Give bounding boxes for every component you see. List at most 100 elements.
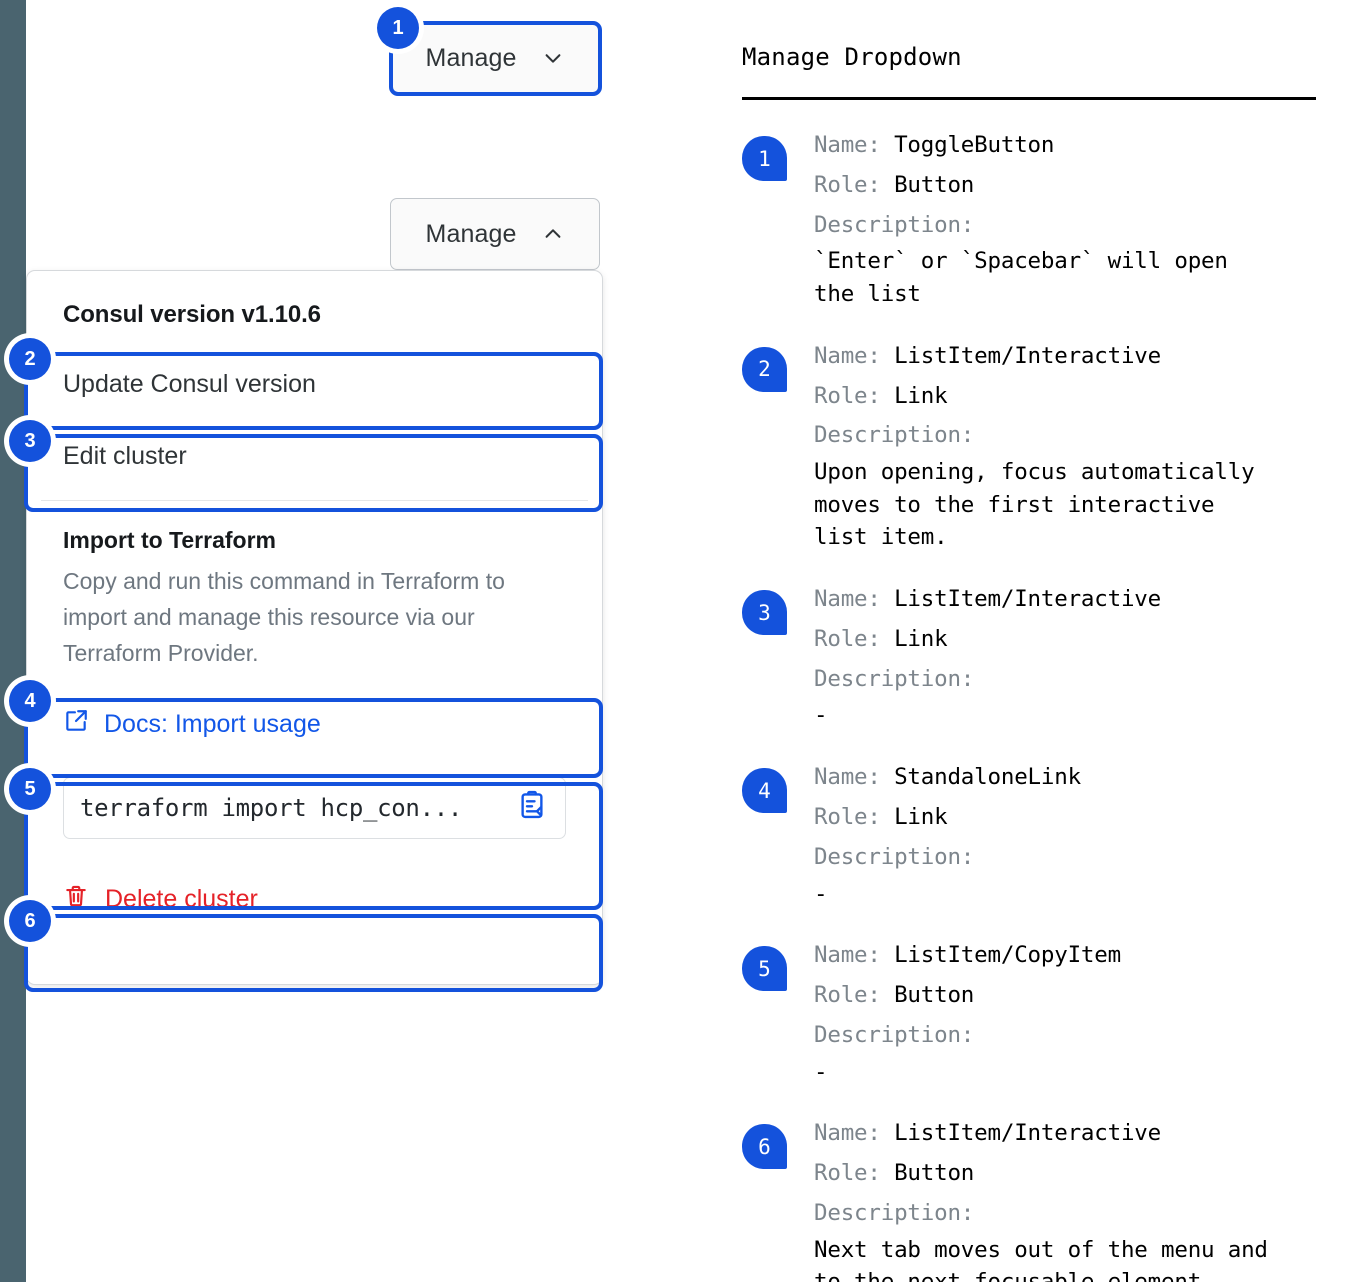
legend-name: Name: ListItem/CopyItem — [814, 936, 1342, 976]
legend-role-value: Link — [894, 382, 948, 409]
menu-item-update-consul-version[interactable]: Update Consul version — [63, 370, 316, 398]
legend-name-value: ListItem/CopyItem — [894, 942, 1121, 969]
legend-role-key: Role: — [814, 382, 895, 409]
legend-badge: 6 — [742, 1124, 787, 1170]
menu-item-delete-cluster[interactable]: Delete cluster — [27, 863, 602, 936]
legend-role: Role: Button — [814, 166, 1342, 206]
legend-badge: 4 — [742, 768, 787, 814]
docs-import-usage-link[interactable]: Docs: Import usage — [27, 688, 602, 761]
legend-name-value: ListItem/Interactive — [894, 1120, 1162, 1147]
marker-3: 3 — [9, 420, 51, 462]
legend-description-label: Description: — [814, 206, 1342, 246]
legend-badge-column: 5 — [742, 936, 814, 1088]
legend-name-key: Name: — [814, 1120, 895, 1147]
import-to-terraform-description: Copy and run this command in Terraform t… — [63, 568, 505, 666]
legend-description-text: - — [814, 880, 828, 907]
legend-role-key: Role: — [814, 625, 895, 652]
legend-badge-column: 4 — [742, 758, 814, 910]
external-link-icon — [63, 708, 89, 741]
legend-badge-column: 1 — [742, 126, 814, 311]
legend-role-value: Button — [894, 1160, 975, 1186]
legend-description-text: Upon opening, focus automatically moves … — [814, 459, 1255, 551]
legend-description-label-key: Description: — [814, 422, 975, 449]
marker-2: 2 — [9, 338, 51, 380]
marker-6: 6 — [9, 900, 51, 942]
legend-description-label-key: Description: — [814, 1199, 975, 1226]
legend-description-text: - — [814, 702, 828, 729]
legend-name-value: ListItem/Interactive — [894, 586, 1162, 612]
legend-title: Manage Dropdown — [742, 43, 962, 71]
legend-name: Name: ListItem/Interactive — [814, 1114, 1342, 1154]
legend-description-label: Description: — [814, 416, 1342, 456]
legend-badge-column: 6 — [742, 1114, 814, 1282]
marker-4: 4 — [9, 680, 51, 722]
manage-toggle-button-collapsed[interactable]: Manage — [390, 22, 600, 94]
legend-description-label: Description: — [814, 1194, 1342, 1234]
legend-role-key: Role: — [814, 171, 895, 198]
docs-import-usage-label: Docs: Import usage — [104, 709, 321, 738]
legend-rule — [742, 97, 1316, 100]
legend-badge: 3 — [742, 590, 787, 635]
menu-item-edit-cluster[interactable]: Edit cluster — [63, 441, 187, 470]
chevron-down-icon — [542, 47, 564, 69]
legend-role-key: Role: — [814, 981, 895, 1008]
manage-toggle-button-expanded[interactable]: Manage — [390, 198, 600, 270]
terraform-command-copy-field[interactable]: terraform import hcp_con... — [63, 776, 566, 839]
legend-name: Name: StandaloneLink — [814, 758, 1342, 798]
legend-name-value: StandaloneLink — [894, 764, 1081, 791]
app-sidebar-rail — [0, 0, 26, 1282]
legend-badge-column: 3 — [742, 580, 814, 732]
legend-badge: 2 — [742, 346, 787, 392]
legend-role: Role: Link — [814, 620, 1342, 660]
legend-name: Name: ListItem/Interactive — [814, 337, 1342, 377]
legend-name-key: Name: — [814, 942, 895, 969]
legend-role-value: Link — [894, 803, 948, 830]
legend-role-key: Role: — [814, 803, 895, 830]
terraform-command-row: terraform import hcp_con... — [27, 761, 602, 863]
legend-role: Role: Button — [814, 1154, 1342, 1194]
manage-dropdown-panel: Consul version v1.10.6 Update Consul ver… — [26, 270, 603, 985]
copy-to-clipboard-icon[interactable] — [517, 790, 547, 825]
marker-1: 1 — [377, 7, 419, 49]
legend-description-label-key: Description: — [814, 843, 975, 870]
manage-toggle-label-expanded: Manage — [425, 219, 517, 248]
legend-description-label: Description: — [814, 660, 1342, 700]
legend-description-label-key: Description: — [814, 211, 975, 238]
legend-name-key: Name: — [814, 586, 895, 612]
marker-5: 5 — [9, 768, 51, 810]
legend-name-key: Name: — [814, 342, 895, 369]
legend-description-label-key: Description: — [814, 1021, 975, 1048]
consul-version-heading: Consul version v1.10.6 — [63, 301, 321, 328]
legend-role-value: Button — [894, 171, 975, 198]
menu-divider — [41, 500, 588, 501]
legend-description-label: Description: — [814, 838, 1342, 878]
legend-name-value: ToggleButton — [894, 132, 1055, 158]
legend-description-text: Next tab moves out of the menu and to th… — [814, 1236, 1268, 1282]
legend-role-value: Button — [894, 981, 975, 1008]
legend-description-label-key: Description: — [814, 665, 975, 692]
delete-cluster-label: Delete cluster — [105, 884, 258, 913]
legend-badge-column: 2 — [742, 337, 814, 554]
legend-description-label: Description: — [814, 1016, 1342, 1056]
terraform-command-text: terraform import hcp_con... — [80, 793, 463, 822]
manage-toggle-label: Manage — [425, 43, 517, 72]
import-to-terraform-title: Import to Terraform — [63, 527, 276, 553]
legend-badge: 1 — [742, 136, 787, 181]
legend-name-key: Name: — [814, 132, 895, 158]
chevron-up-icon — [542, 223, 564, 245]
legend-role-value: Link — [894, 625, 948, 652]
